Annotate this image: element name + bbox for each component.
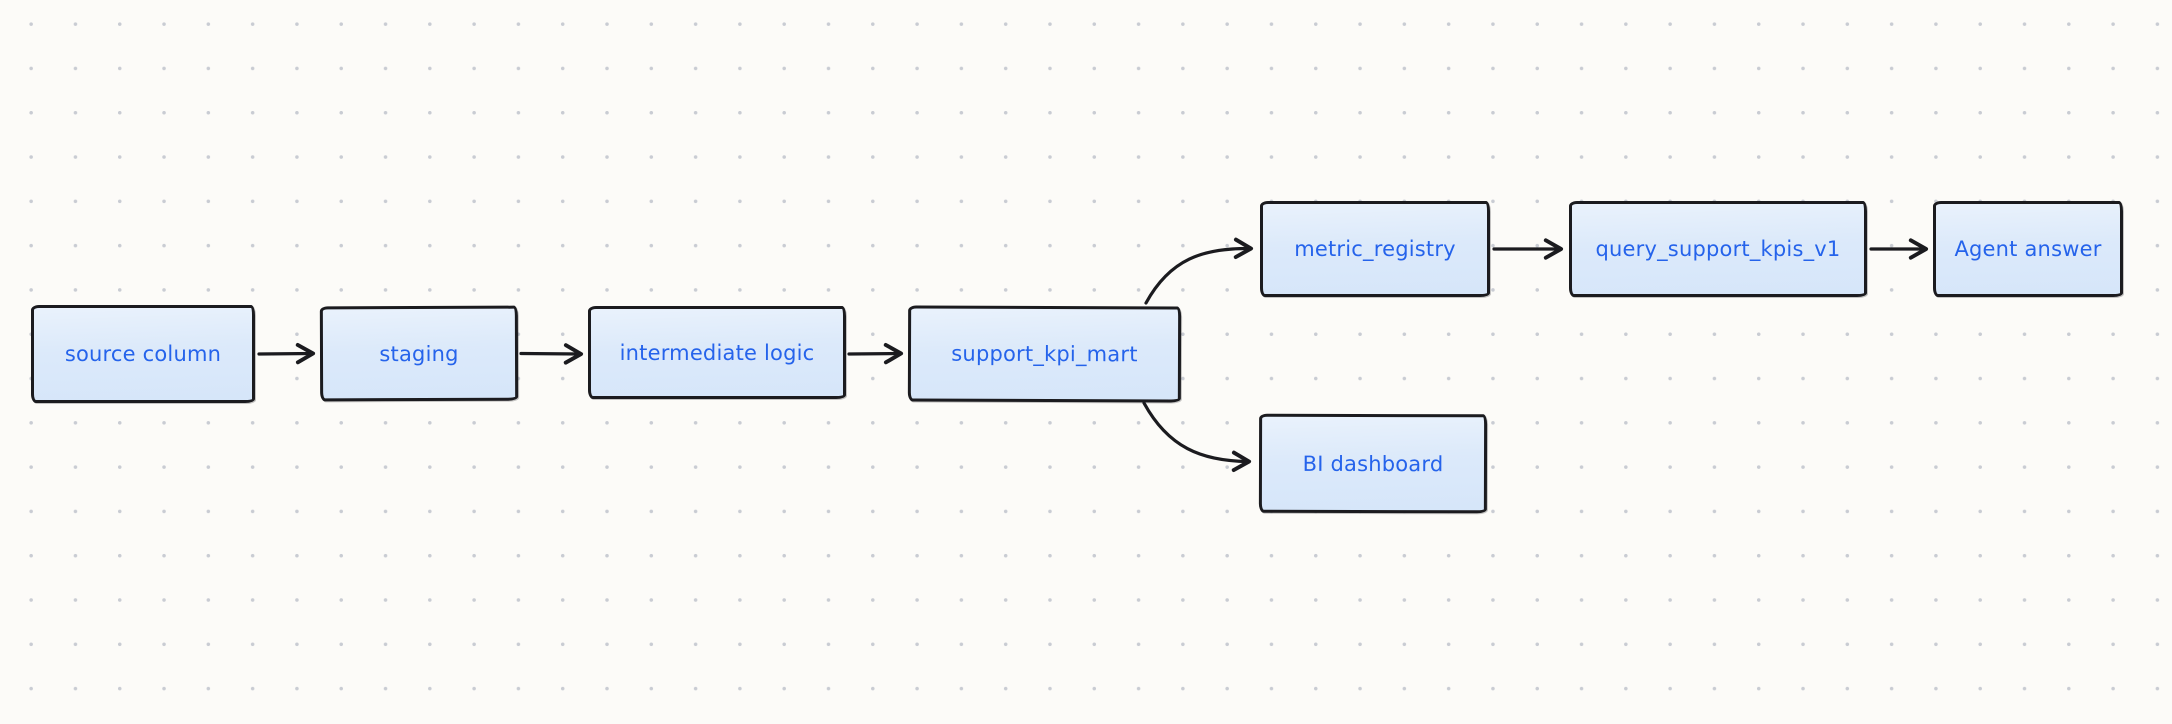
node-source-column[interactable]: source column: [31, 305, 255, 403]
edge-support-kpi-mart-to-metric-registry: [1144, 237, 1254, 305]
node-support-kpi-mart[interactable]: support_kpi_mart: [907, 305, 1182, 403]
node-label: Agent answer: [1954, 237, 2102, 261]
node-label: source column: [64, 342, 222, 366]
node-intermediate-logic[interactable]: intermediate logic: [588, 306, 846, 399]
edge-source-column-to-staging: [257, 342, 316, 365]
node-label: metric_registry: [1294, 237, 1456, 261]
node-label: intermediate logic: [619, 340, 815, 365]
edge-staging-to-intermediate-logic: [519, 343, 584, 365]
node-bi-dashboard[interactable]: BI dashboard: [1258, 413, 1488, 514]
node-metric-registry[interactable]: metric_registry: [1260, 201, 1490, 297]
node-label: staging: [379, 341, 459, 366]
node-agent-answer[interactable]: Agent answer: [1933, 201, 2123, 297]
node-staging[interactable]: staging: [319, 305, 519, 402]
node-label: BI dashboard: [1302, 451, 1444, 476]
node-label: query_support_kpis_v1: [1595, 237, 1841, 261]
edge-support-kpi-mart-to-bi-dashboard: [1142, 401, 1252, 473]
edge-intermediate-logic-to-support-kpi-mart: [847, 342, 904, 365]
node-label: support_kpi_mart: [951, 341, 1138, 367]
node-query-support-kpis-v1[interactable]: query_support_kpis_v1: [1569, 201, 1867, 297]
